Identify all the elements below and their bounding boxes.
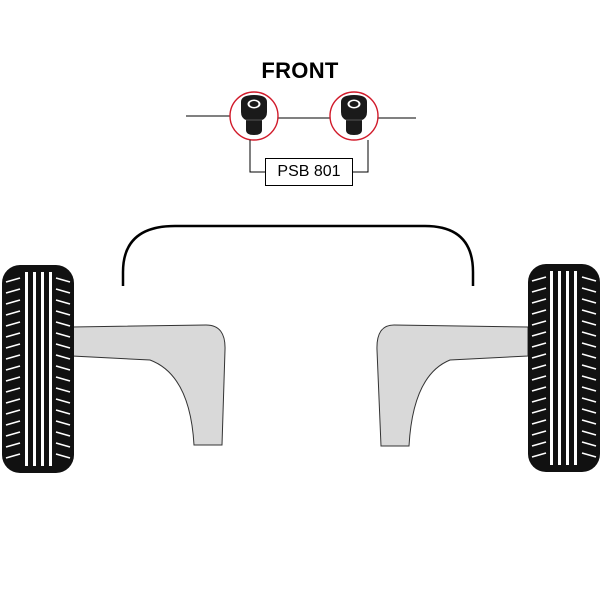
tread-groove	[5, 310, 21, 316]
tread-groove	[55, 321, 71, 327]
tread-groove	[581, 331, 597, 337]
tread-groove	[5, 398, 21, 404]
tread-groove	[55, 365, 71, 371]
tread-groove	[581, 364, 597, 370]
tread-groove	[531, 276, 547, 282]
front-label: FRONT	[261, 58, 339, 83]
tread-groove	[581, 276, 597, 282]
tread-groove	[55, 409, 71, 415]
tread-groove	[55, 453, 71, 459]
tread-groove	[55, 343, 71, 349]
tread-groove	[531, 309, 547, 315]
tread-groove	[531, 287, 547, 293]
leader-line-right	[353, 140, 369, 173]
tread-groove	[5, 442, 21, 448]
tread-groove	[531, 430, 547, 436]
tread-groove	[5, 365, 21, 371]
tread-groove	[531, 331, 547, 337]
tread-groove	[581, 309, 597, 315]
tread-groove	[55, 299, 71, 305]
tread-groove	[55, 431, 71, 437]
tread-groove	[5, 387, 21, 393]
tread-groove	[531, 452, 547, 458]
tread-groove	[55, 442, 71, 448]
right-bushing[interactable]	[329, 91, 379, 141]
tread-groove	[531, 408, 547, 414]
tread-groove	[581, 397, 597, 403]
tread-groove	[531, 441, 547, 447]
tread-groove	[55, 310, 71, 316]
tread-groove	[55, 376, 71, 382]
tread-groove	[581, 441, 597, 447]
tread-groove	[55, 387, 71, 393]
tread-groove	[5, 277, 21, 283]
tread-groove	[581, 287, 597, 293]
tread-groove	[5, 343, 21, 349]
tread-groove	[531, 320, 547, 326]
leader-line-left	[249, 140, 265, 173]
tread-groove	[531, 298, 547, 304]
tread-groove	[55, 420, 71, 426]
tread-groove	[5, 299, 21, 305]
right-tyre-icon	[528, 264, 600, 472]
tread-groove	[5, 332, 21, 338]
tread-groove	[55, 354, 71, 360]
tread-groove	[531, 364, 547, 370]
tread-groove	[581, 353, 597, 359]
tread-groove	[581, 375, 597, 381]
tread-groove	[5, 420, 21, 426]
tread-groove	[5, 321, 21, 327]
right-bushing-icon	[341, 95, 367, 135]
tread-groove	[55, 288, 71, 294]
tread-groove	[531, 386, 547, 392]
tread-groove	[581, 452, 597, 458]
tread-groove	[531, 419, 547, 425]
tread-groove	[531, 397, 547, 403]
tread-groove	[581, 342, 597, 348]
tread-groove	[581, 320, 597, 326]
tread-groove	[531, 375, 547, 381]
tread-groove	[5, 431, 21, 437]
tread-groove	[5, 376, 21, 382]
tread-groove	[581, 419, 597, 425]
right-trailing-arm	[376, 324, 529, 447]
tread-groove	[5, 288, 21, 294]
left-tyre-icon	[2, 265, 74, 473]
tread-groove	[581, 298, 597, 304]
tread-groove	[5, 354, 21, 360]
tread-groove	[531, 342, 547, 348]
tread-groove	[55, 277, 71, 283]
left-trailing-arm	[71, 324, 226, 446]
part-number-label: PSB 801	[265, 158, 353, 186]
tread-groove	[581, 408, 597, 414]
axle-arch	[121, 224, 475, 286]
left-bushing-icon	[241, 95, 267, 135]
tread-groove	[5, 409, 21, 415]
tread-groove	[581, 386, 597, 392]
tread-groove	[55, 398, 71, 404]
tread-groove	[55, 332, 71, 338]
tread-groove	[581, 430, 597, 436]
tread-groove	[5, 453, 21, 459]
tread-groove	[531, 353, 547, 359]
left-bushing[interactable]	[229, 91, 279, 141]
